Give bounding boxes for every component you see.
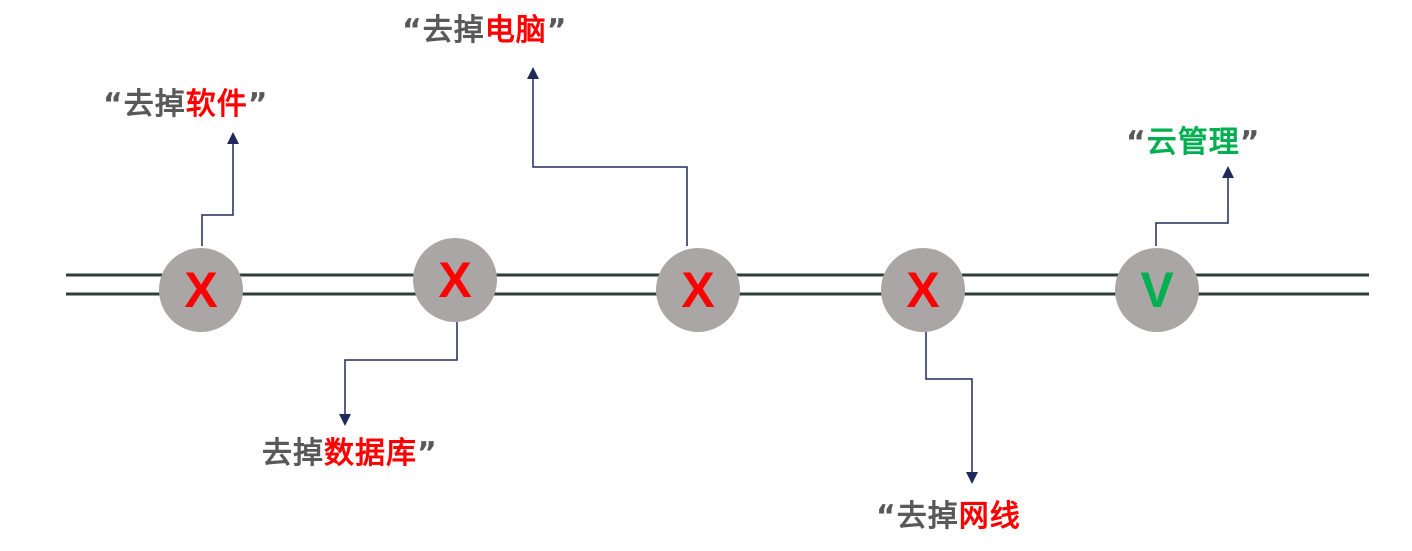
x-mark-icon: X — [438, 252, 472, 308]
connector-arrow-software — [201, 132, 239, 246]
x-mark-icon: X — [906, 262, 940, 318]
kept-node-cloud-management: V — [1115, 248, 1199, 332]
connector-arrow-network-cable — [925, 332, 978, 484]
label-remove-database: 去掉数据库” — [262, 436, 438, 471]
check-mark-icon: V — [1140, 262, 1174, 318]
label-remove-computer: “去掉电脑” — [402, 13, 568, 48]
x-mark-icon: X — [681, 262, 715, 318]
x-mark-icon: X — [184, 262, 218, 318]
label-remove-software: “去掉软件” — [103, 87, 269, 122]
connector-arrow-database — [339, 322, 458, 426]
removed-node-software: X — [159, 248, 243, 332]
removed-node-computer: X — [656, 248, 740, 332]
removed-node-database: X — [413, 238, 497, 322]
connector-arrow-computer — [527, 67, 688, 246]
label-remove-network-cable: “去掉网线 — [876, 499, 1021, 534]
connector-arrow-cloud-management — [1155, 166, 1234, 246]
label-cloud-management: “云管理” — [1126, 125, 1261, 160]
removed-node-network-cable: X — [881, 248, 965, 332]
